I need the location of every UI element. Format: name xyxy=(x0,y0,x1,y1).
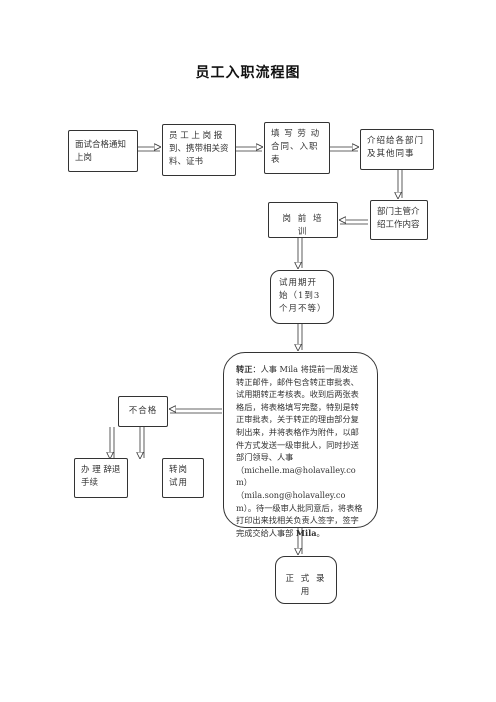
arrow-interview-to-report xyxy=(138,147,160,152)
conversion-end: 。 xyxy=(316,527,325,538)
node-formal-hire-text: 正 式 录 用 xyxy=(285,574,327,597)
node-dismissal-text: 办 理 辞退手续 xyxy=(81,465,121,488)
conversion-body-1: ：人事 Mila 将提前一周发送转正邮件，邮件包含转正审批表、试用期转正考核表。… xyxy=(236,364,359,463)
node-introduce-colleagues-text: 介绍给各部门及其他同事 xyxy=(367,136,425,159)
arrow-fail-to-transfer xyxy=(140,427,145,458)
arrow-fail-to-resign xyxy=(110,427,115,458)
arrow-probation-to-conversion xyxy=(298,323,303,350)
arrow-report-to-contract xyxy=(235,147,262,152)
arrow-supervisor-to-training xyxy=(340,220,368,225)
node-transfer-trial: 转岗试用 xyxy=(162,458,204,498)
arrow-contract-to-introduce xyxy=(330,147,358,152)
arrow-training-to-probation xyxy=(298,238,303,268)
node-supervisor-intro: 部门主管介绍工作内容 xyxy=(370,200,428,240)
node-conversion: 转正：人事 Mila 将提前一周发送转正邮件，邮件包含转正审批表、试用期转正考核… xyxy=(223,352,378,538)
node-report-to-duty: 员 工 上 岗 报到、携带相关资料、证书 xyxy=(162,124,236,176)
conversion-label: 转正 xyxy=(236,364,253,374)
node-probation-start: 试用期开始（1到3个月不等） xyxy=(270,270,334,324)
page-title: 员工入职流程图 xyxy=(195,65,301,81)
node-dismissal: 办 理 辞退手续 xyxy=(74,458,128,498)
conversion-email-michelle: （michelle.ma@holavalley.com） xyxy=(236,464,356,488)
node-fail: 不合格 xyxy=(118,396,168,427)
node-report-to-duty-text: 员 工 上 岗 报到、携带相关资料、证书 xyxy=(169,131,229,167)
node-introduce-colleagues: 介绍给各部门及其他同事 xyxy=(360,129,434,170)
conversion-email-mila: （mila.song@holavalley.com） xyxy=(236,489,346,513)
node-interview-pass-text: 面试合格通知上岗 xyxy=(75,140,127,163)
node-transfer-trial-text: 转岗试用 xyxy=(169,465,189,488)
conversion-body-2: 。待一级审人批同意后，将表格打印出来找相关负责人签字，签字完成交给人事部 xyxy=(236,502,363,538)
node-probation-start-text: 试用期开始（1到3个月不等） xyxy=(279,278,327,314)
node-fail-text: 不合格 xyxy=(128,406,158,416)
arrow-introduce-to-supervisor xyxy=(398,170,403,198)
node-fill-contract-text: 填 写 劳 动合同、入职表 xyxy=(271,129,321,165)
arrow-conversion-to-hire xyxy=(298,526,303,554)
node-pre-job-training: 岗 前 培 训 xyxy=(268,202,338,238)
node-formal-hire: 正 式 录 用 xyxy=(275,556,337,604)
node-supervisor-intro-text: 部门主管介绍工作内容 xyxy=(377,207,420,230)
arrow-conversion-to-fail xyxy=(170,409,222,414)
node-pre-job-training-text: 岗 前 培 训 xyxy=(282,214,324,237)
node-fill-contract: 填 写 劳 动合同、入职表 xyxy=(264,122,330,174)
conversion-name: Mila xyxy=(295,527,317,538)
node-interview-pass: 面试合格通知上岗 xyxy=(68,130,138,172)
